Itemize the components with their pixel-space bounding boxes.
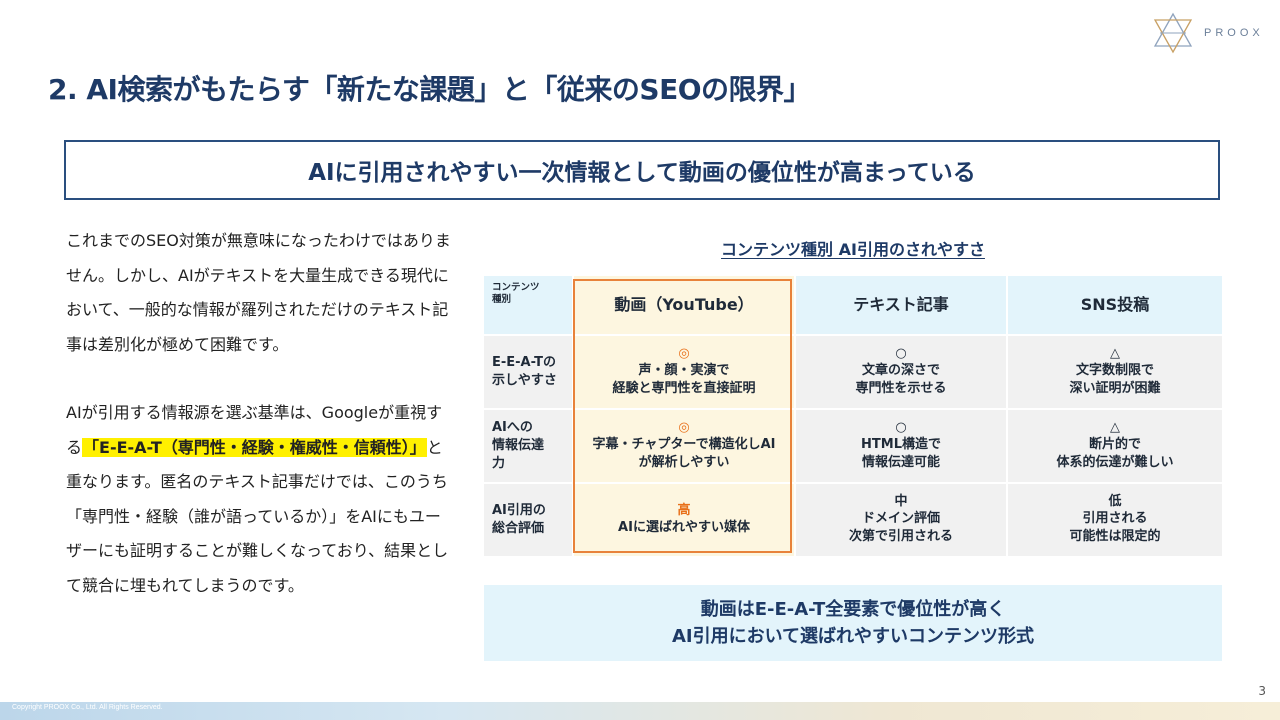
cell-text-overall: 中 ドメイン評価 次第で引用される <box>796 484 1006 556</box>
row-label-line: 情報伝達 <box>492 438 545 453</box>
cell-line: が解析しやすい <box>638 455 730 470</box>
corner-label-line: コンテンツ <box>492 282 540 293</box>
rating-mark: ○ <box>895 346 907 361</box>
rating-mark: 低 <box>1108 494 1122 509</box>
cell-line: 体系的伝達が難しい <box>1056 455 1174 470</box>
row-label-line: 示しやすさ <box>492 373 557 388</box>
column-header-sns: SNS投稿 <box>1008 276 1222 334</box>
copyright-text: Copyright PROOX Co., Ltd. All Rights Res… <box>12 704 163 711</box>
table-header-row: コンテンツ 種別 動画（YouTube） テキスト記事 SNS投稿 <box>484 276 1222 334</box>
key-message-banner: AIに引用されやすい一次情報として動画の優位性が高まっている <box>64 140 1220 200</box>
conclusion-line-2: AI引用において選ばれやすいコンテンツ形式 <box>671 626 1035 647</box>
conclusion-box: 動画はE-E-A-T全要素で優位性が高く AI引用において選ばれやすいコンテンツ… <box>484 585 1222 661</box>
cell-text-eeat: ○ 文章の深さで 専門性を示せる <box>796 336 1006 408</box>
rating-mark: ◎ <box>678 420 690 435</box>
row-label-ai-transfer: AIへの 情報伝達 力 <box>484 410 572 482</box>
cell-line: 深い証明が困難 <box>1069 381 1161 396</box>
cell-line: 情報伝達可能 <box>861 455 940 470</box>
rating-mark: △ <box>1110 420 1120 435</box>
cell-line: 経験と専門性を直接証明 <box>612 381 756 396</box>
cell-line: 引用される <box>1082 511 1148 526</box>
table-row-eeat: E-E-A-Tの 示しやすさ ◎ 声・顔・実演で 経験と専門性を直接証明 ○ 文… <box>484 336 1222 408</box>
rating-mark: 高 <box>677 503 691 518</box>
footer-band: Copyright PROOX Co., Ltd. All Rights Res… <box>0 702 1280 720</box>
table-row-ai-transfer: AIへの 情報伝達 力 ◎ 字幕・チャプターで構造化しAI が解析しやすい ○ … <box>484 410 1222 482</box>
cell-video-overall: 高 AIに選ばれやすい媒体 <box>574 484 794 556</box>
row-label-line: E-E-A-Tの <box>492 355 556 370</box>
cell-sns-overall: 低 引用される 可能性は限定的 <box>1008 484 1222 556</box>
cell-line: AIに選ばれやすい媒体 <box>618 520 750 535</box>
rating-mark: ○ <box>895 420 907 435</box>
row-label-line: AI引用の <box>492 503 546 518</box>
brand-name: PROOX <box>1204 27 1264 39</box>
corner-label-line: 種別 <box>492 294 512 305</box>
row-label-overall: AI引用の 総合評価 <box>484 484 572 556</box>
cell-line: 可能性は限定的 <box>1069 529 1161 544</box>
cell-sns-ai-transfer: △ 断片的で 体系的伝達が難しい <box>1008 410 1222 482</box>
paragraph-2-intro: AIが引用する情報源を選ぶ基準は、Googleが重視する <box>66 403 443 457</box>
cell-line: 断片的で <box>1088 437 1141 452</box>
cell-sns-eeat: △ 文字数制限で 深い証明が困難 <box>1008 336 1222 408</box>
conclusion-line-1: 動画はE-E-A-T全要素で優位性が高く <box>700 599 1006 620</box>
cell-line: 専門性を示せる <box>855 381 947 396</box>
cell-line: HTML構造で <box>861 437 941 452</box>
cell-line: 字幕・チャプターで構造化しAI <box>592 437 776 452</box>
row-label-eeat: E-E-A-Tの 示しやすさ <box>484 336 572 408</box>
rating-mark: 中 <box>894 494 908 509</box>
rating-mark: ◎ <box>678 346 690 361</box>
column-header-video: 動画（YouTube） <box>574 276 794 334</box>
corner-label: コンテンツ 種別 <box>484 276 572 334</box>
row-label-line: AIへの <box>492 420 533 435</box>
table-title: コンテンツ種別 AI引用のされやすさ <box>721 240 985 259</box>
cell-video-eeat: ◎ 声・顔・実演で 経験と専門性を直接証明 <box>574 336 794 408</box>
page-number: 3 <box>1258 684 1266 698</box>
cell-line: 文章の深さで <box>861 363 940 378</box>
row-label-line: 力 <box>492 456 506 471</box>
cell-video-ai-transfer: ◎ 字幕・チャプターで構造化しAI が解析しやすい <box>574 410 794 482</box>
cell-line: 次第で引用される <box>848 529 953 544</box>
slide-title: 2. AI検索がもたらす「新たな課題」と「従来のSEOの限界」 <box>48 73 812 106</box>
paragraph-1: これまでのSEO対策が無意味になったわけではありません。しかし、AIがテキストを… <box>66 231 451 354</box>
eeat-highlight: 「E-E-A-T（専門性・経験・権威性・信頼性）」 <box>82 437 427 457</box>
rating-mark: △ <box>1110 346 1120 361</box>
cell-line: ドメイン評価 <box>861 511 940 526</box>
cell-line: 声・顔・実演で <box>638 363 730 378</box>
explanation-text: これまでのSEO対策が無意味になったわけではありません。しかし、AIがテキストを… <box>66 224 456 603</box>
column-header-text-article: テキスト記事 <box>796 276 1006 334</box>
brand-logo: PROOX <box>1150 10 1264 56</box>
proox-logo-icon <box>1153 12 1193 54</box>
paragraph-2: AIが引用する情報源を選ぶ基準は、Googleが重視する「E-E-A-T（専門性… <box>66 396 456 603</box>
table-row-overall: AI引用の 総合評価 高 AIに選ばれやすい媒体 中 ドメイン評価 次第で引用さ… <box>484 484 1222 556</box>
row-label-line: 総合評価 <box>492 521 545 536</box>
paragraph-2-rest: と重なります。匿名のテキスト記事だけでは、このうち「専門性・経験（誰が語っている… <box>66 437 449 595</box>
cell-line: 文字数制限で <box>1075 363 1154 378</box>
cell-text-ai-transfer: ○ HTML構造で 情報伝達可能 <box>796 410 1006 482</box>
comparison-table: コンテンツ 種別 動画（YouTube） テキスト記事 SNS投稿 E-E-A-… <box>484 276 1222 556</box>
